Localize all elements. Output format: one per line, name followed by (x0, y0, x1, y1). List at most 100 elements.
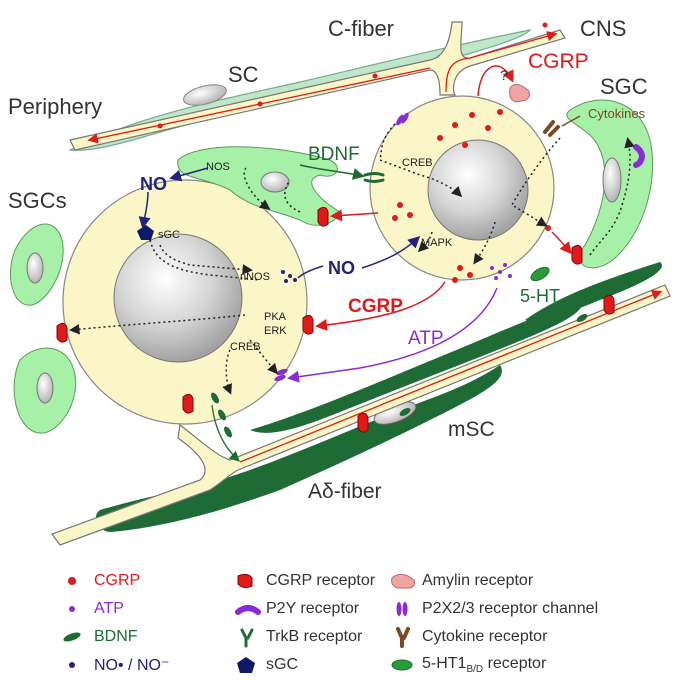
5-ht1-receptor-icon (388, 654, 422, 676)
cgrp-receptor-middle (302, 314, 314, 335)
no-left-label: NO (140, 174, 167, 194)
legend-label-no: NO• / NO⁻ (94, 657, 170, 674)
legend-item-5-ht1-receptor: 5-HT1B/D receptor (388, 654, 546, 676)
atp-dot-icon (60, 598, 94, 620)
atp-arrow (287, 287, 498, 383)
sgc-nucleus (26, 252, 44, 284)
p2x-channel-icon (388, 598, 422, 620)
legend-label-atp: ATP (94, 600, 124, 617)
creb-right-label: CREB (402, 157, 433, 169)
creb-left-label: CREB (230, 341, 261, 353)
myelinating-schwann-cell-right (525, 262, 662, 322)
cgrp-mid-arrow (315, 281, 446, 331)
satellite-glial-cell-center (177, 146, 341, 226)
msc-label: mSC (448, 418, 495, 441)
sc-label: SC (228, 62, 259, 87)
cytokine-receptor (543, 120, 560, 137)
pka-label: PKA (264, 311, 287, 323)
legend-item-p2x-channel: P2X2/3 receptor channel (388, 598, 598, 620)
p2x-channel-top (396, 112, 409, 126)
5-ht1-subscript: B/D (466, 664, 484, 676)
legend-item-cgrp: CGRP (60, 570, 140, 592)
legend-item-trkb-receptor: TrkB receptor (232, 626, 362, 648)
sgc-nucleus (36, 372, 54, 404)
intracellular-pathways (69, 123, 635, 395)
cns-label: CNS (580, 16, 626, 41)
cgrp-to-sgc-arrow (330, 209, 379, 222)
cgrp-to-right-sgc-arrow (551, 231, 572, 255)
myelinating-schwann-cell-mid (250, 300, 582, 433)
atp-vesicles (490, 263, 512, 280)
trkb-receptor-icon (232, 626, 266, 648)
periphery-label: Periphery (8, 94, 102, 119)
cgrp-dot (157, 123, 163, 129)
cgrp-receptor-icon (232, 570, 266, 592)
legend-item-cytokine-receptor: Cytokine receptor (388, 626, 547, 648)
a-delta-neuron-nucleus (113, 233, 243, 363)
mapk-label: MAPK (421, 237, 453, 249)
legend-label-amylin-receptor: Amylin receptor (422, 572, 534, 589)
cytokines-label: Cytokines (588, 106, 646, 121)
sgcs-label: SGCs (8, 188, 67, 213)
question-label: ? (500, 67, 508, 83)
cgrp-dot-icon (60, 570, 94, 592)
no-to-sgc-arrow (138, 191, 151, 229)
nnos-label: nNOS (240, 271, 270, 283)
cgrp-receptor-msc-right (603, 294, 615, 315)
legend-item-bdnf: BDNF (60, 626, 138, 648)
bdnf-trkb-arrow (299, 164, 365, 180)
a-delta-fiber-label: Aδ-fiber (308, 480, 382, 503)
legend-label-trkb-receptor: TrkB receptor (266, 628, 363, 645)
cgrp-amylin-arrow (477, 65, 514, 97)
5-ht1-text: 5-HT1 (422, 654, 467, 672)
sgc-pentagon-icon (232, 654, 266, 676)
bdnf-vesicles (211, 314, 588, 438)
legend-label-p2y-receptor: P2Y receptor (266, 600, 360, 617)
cytokine-arrow (561, 115, 581, 127)
legend: CGRP ATP BDNF NO• / NO⁻ CGRP receptor P2… (0, 560, 685, 687)
legend-item-atp: ATP (60, 598, 124, 620)
5-ht-label: 5-HT (520, 286, 560, 306)
5-ht1-tail: receptor (483, 654, 547, 672)
schwann-cell-nucleus (183, 84, 227, 106)
legend-item-sgc: sGC (232, 654, 298, 676)
p2y-receptor-icon (232, 598, 266, 620)
legend-item-p2y-receptor: P2Y receptor (232, 598, 359, 620)
bdnf-label: BDNF (308, 144, 360, 165)
a-delta-signal-arrow (239, 290, 663, 463)
atp-label: ATP (408, 328, 444, 349)
legend-item-no: NO• / NO⁻ (60, 654, 169, 676)
legend-label-bdnf: BDNF (94, 628, 138, 645)
cgrp-receptor-left-neuron (56, 322, 68, 343)
legend-label-cytokine-receptor: Cytokine receptor (422, 628, 548, 645)
trkb-receptor (363, 172, 385, 183)
cgrp-receptor-msc (357, 412, 369, 433)
p2y-receptor (633, 144, 646, 168)
legend-item-cgrp-receptor: CGRP receptor (232, 570, 375, 592)
cgrp-receptor-center-sgc (317, 206, 329, 227)
cgrp-dot (372, 73, 378, 79)
cgrp-vesicles-right (392, 109, 551, 283)
cgrp-receptor-right-sgc (571, 244, 583, 265)
legend-label-cgrp: CGRP (94, 572, 141, 589)
legend-label-sgc: sGC (266, 656, 298, 673)
no-molecules (281, 270, 297, 283)
amylin-receptor (509, 83, 531, 103)
cgrp-receptor-axon (182, 393, 194, 414)
legend-label-cgrp-receptor: CGRP receptor (266, 572, 376, 589)
5-ht1-receptor (530, 266, 550, 282)
no-mid-arrow (361, 235, 421, 269)
no-arrow-left (169, 167, 209, 182)
cytokine-receptor-icon (388, 626, 422, 648)
cgrp-dot (257, 101, 263, 107)
a-delta-bdnf-arrow (211, 404, 240, 462)
legend-item-amylin-receptor: Amylin receptor (388, 570, 533, 592)
sgc-nucleus (260, 171, 290, 193)
bdnf-oval-icon (60, 626, 94, 648)
amylin-receptor-icon (388, 570, 422, 592)
nos-label: NOS (206, 161, 230, 173)
no-from-nnos-arrow (297, 265, 324, 279)
cgrp-mid-label: CGRP (348, 296, 403, 317)
c-fiber-label: C-fiber (328, 16, 394, 41)
erk-label: ERK (264, 325, 287, 337)
